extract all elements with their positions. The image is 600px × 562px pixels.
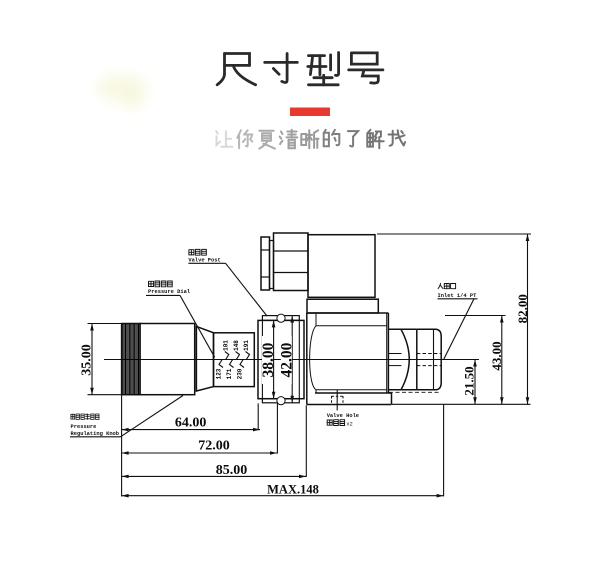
svg-text:82.00: 82.00 bbox=[515, 294, 530, 323]
svg-text:171: 171 bbox=[226, 368, 233, 379]
svg-text:x2: x2 bbox=[347, 421, 353, 427]
svg-text:43.00: 43.00 bbox=[489, 341, 504, 370]
svg-text:38.00: 38.00 bbox=[260, 342, 277, 377]
svg-text:Valve Post: Valve Post bbox=[188, 257, 220, 263]
svg-text:MAX.148: MAX.148 bbox=[267, 483, 319, 497]
svg-text:Pressure: Pressure bbox=[71, 424, 97, 430]
svg-text:Pressure Dial: Pressure Dial bbox=[148, 289, 191, 295]
svg-text:123: 123 bbox=[216, 368, 223, 379]
svg-text:85.00: 85.00 bbox=[216, 463, 248, 478]
svg-text:21.50: 21.50 bbox=[462, 366, 477, 395]
svg-text:Inlet 1/4 PT: Inlet 1/4 PT bbox=[438, 293, 478, 299]
svg-text:42.00: 42.00 bbox=[279, 342, 296, 377]
svg-text:64.00: 64.00 bbox=[175, 415, 207, 430]
svg-text:101: 101 bbox=[222, 340, 229, 351]
svg-text:35.00: 35.00 bbox=[79, 344, 94, 376]
svg-text:Regulating Knob: Regulating Knob bbox=[71, 431, 120, 437]
svg-text:230: 230 bbox=[237, 368, 244, 379]
svg-text:72.00: 72.00 bbox=[198, 439, 230, 454]
svg-text:Valve Hole: Valve Hole bbox=[327, 413, 359, 419]
svg-text:191: 191 bbox=[243, 340, 250, 351]
svg-text:148: 148 bbox=[233, 340, 240, 351]
